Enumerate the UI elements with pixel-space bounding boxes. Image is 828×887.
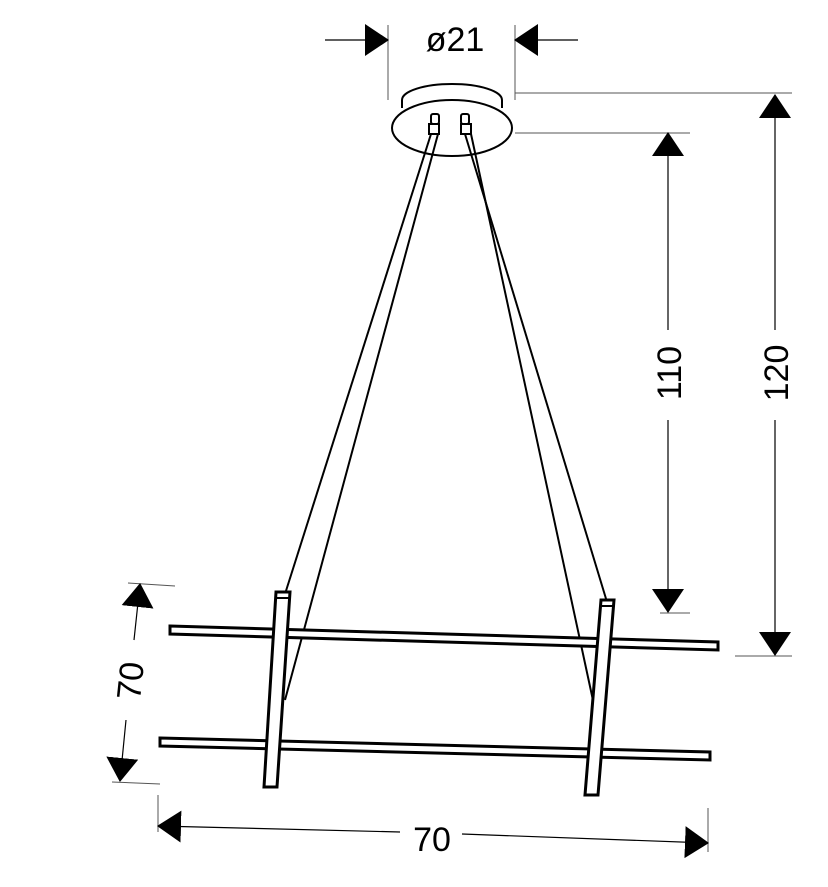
width-dimension: 70: [157, 795, 709, 859]
depth-label: 70: [110, 660, 152, 702]
canopy: [391, 83, 513, 157]
bottom-horizontal-bar: [158, 736, 712, 762]
top-horizontal-bar: [168, 624, 720, 652]
light-bars: [158, 590, 720, 797]
diameter-label: ø21: [426, 21, 485, 59]
wire-length-label: 110: [651, 346, 689, 400]
wire-length-dimension: 110: [515, 132, 690, 614]
width-label: 70: [413, 821, 451, 859]
diameter-dimension: ø21: [325, 21, 578, 100]
total-height-dimension: 120: [515, 92, 796, 657]
suspension-wires: [284, 133, 608, 706]
right-vertical-bar: [583, 598, 616, 797]
depth-dimension: 70: [106, 582, 176, 785]
total-height-label: 120: [758, 345, 796, 402]
left-vertical-bar: [262, 590, 292, 789]
